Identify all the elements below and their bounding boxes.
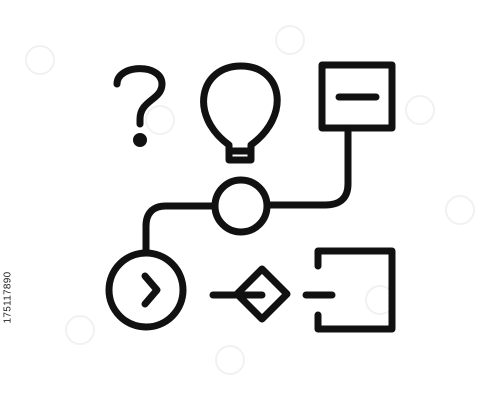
connector-line-left	[142, 202, 219, 256]
chevron-right-circle-icon	[105, 249, 187, 331]
question-mark-icon	[113, 65, 166, 147]
arrow-into-diamond-icon	[209, 265, 291, 323]
lightbulb-icon	[200, 62, 281, 164]
stock-id-label: 175117890	[2, 271, 14, 324]
decision-node-icon	[211, 176, 271, 236]
minus-box-icon	[318, 61, 396, 132]
bracket-box-icon	[302, 247, 396, 333]
connector-line-right	[263, 124, 352, 209]
